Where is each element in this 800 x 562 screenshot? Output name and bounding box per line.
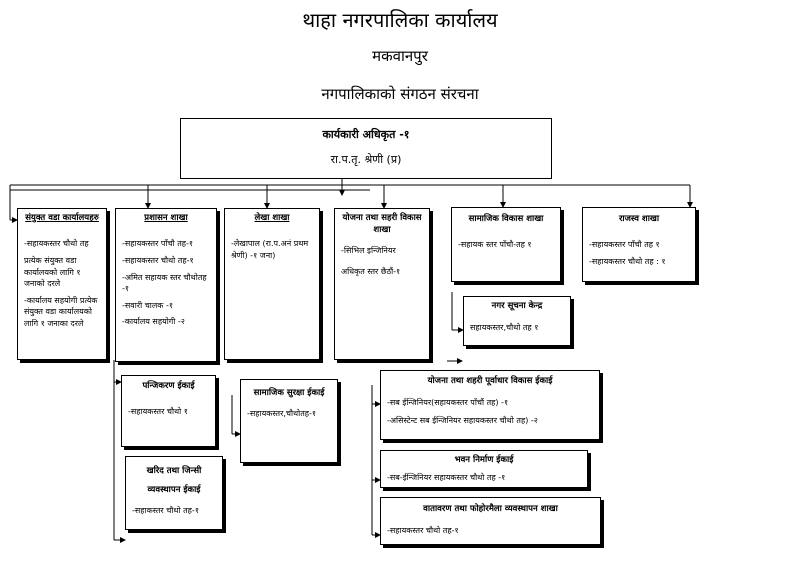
executive-title: कार्यकारी अधिकृत -१	[322, 128, 410, 141]
admin-section-box: प्रशासन शाखा -सहायकस्तर पाँचौ तह-१ -सहाय…	[115, 208, 217, 362]
admin-line-5: -कार्यालय सहयोगी -२	[122, 317, 185, 327]
district-name: मकवानपुर	[372, 47, 428, 65]
social-title: सामाजिक विकास शाखा	[468, 214, 544, 224]
admin-line-4: -सवारी चालक -१	[122, 300, 174, 310]
admin-line-1: -सहायकस्तर पाँचौ तह-१	[122, 239, 194, 249]
building-title: भवन निर्माण ईकाई	[454, 455, 514, 465]
info-line-1: सहायकस्तर,चौथो तह १	[470, 323, 539, 333]
planning-section-box: योजना तथा सहरी विकास शाखा -सिभिल इन्जिनि…	[334, 208, 430, 360]
page-subtitle: नगपालिकाको संगठन संरचना	[321, 85, 479, 103]
revenue-section-box: राजस्व शाखा -सहायकस्तर पाँचौ तह १ -सहायक…	[582, 207, 696, 282]
executive-officer-box: कार्यकारी अधिकृत -१ रा.प.तृ. श्रेणी (प्र…	[180, 118, 552, 179]
building-line-1: -सब-ईन्जिनियर सहायकस्तर चौथो तह -१	[387, 473, 506, 483]
accounts-section-box: लेखा शाखा -लेखापाल (रा.प.अनं प्रथम श्रेण…	[224, 208, 320, 360]
environment-section-box: वातावरण तथा फोहोरमैला व्यवस्थापन शाखा -स…	[380, 497, 601, 545]
procurement-unit-box: खरिद तथा जिन्सी व्यवस्थापन ईकाई -सहाकस्त…	[125, 456, 223, 530]
ward-line-1: -सहायकस्तर चौथो तह	[24, 239, 89, 249]
accounts-line-1: -लेखापाल (रा.प.अनं प्रथम श्रेणी) -१ जना)	[231, 239, 309, 260]
building-unit-box: भवन निर्माण ईकाई -सब-ईन्जिनियर सहायकस्तर…	[380, 450, 588, 488]
infra-line-1: -सब ईन्जिनियर(सहायकस्तर पाँचौं तह) -१	[387, 398, 509, 408]
ward-office-box: संयुक्त वडा कार्यालयहरु -सहायकस्तर चौथो …	[17, 208, 107, 360]
registration-unit-box: पन्जिकरण ईकाई -सहायकस्तर चौथो १	[121, 375, 216, 447]
registration-title: पन्जिकरण ईकाई	[142, 381, 195, 391]
ward-line-3: -कार्यालय सहयोगी प्रत्येक संयुक्त वडा का…	[24, 295, 98, 328]
planning-title: योजना तथा सहरी विकास शाखा	[342, 213, 422, 236]
admin-line-2: -सहायकस्तर चौथो तह-१	[122, 255, 194, 265]
info-title: नगर सूचना केन्द्र	[491, 301, 543, 311]
admin-title: प्रशासन शाखा	[144, 213, 188, 223]
revenue-title: राजस्व शाखा	[618, 214, 660, 224]
info-center-box: नगर सूचना केन्द्र सहायकस्तर,चौथो तह १	[463, 296, 571, 346]
planning-line-1: -सिभिल इन्जिनियर	[341, 245, 396, 255]
infra-line-2: -असिस्टेन्ट सब ईन्जिनियर सहायकस्तर चौथो …	[387, 415, 538, 425]
ward-line-2: प्रत्येक संयुक्त वडा कार्यालयको लागि १ ज…	[24, 255, 81, 289]
executive-grade: रा.प.तृ. श्रेणी (प्र)	[330, 153, 402, 166]
security-title: सामाजिक सुरक्षा ईकाई	[253, 388, 325, 398]
admin-line-3: -अमित सहायक स्तर चौथोतह -१	[122, 272, 207, 294]
planning-line-2: अधिकृत स्तर छैठौं-१	[341, 267, 401, 277]
security-line-1: -सहायकस्तर,चौथोतह-१	[247, 409, 317, 418]
social-line-1: -सहायक स्तर पाँचौ-तह १	[458, 240, 532, 250]
procurement-line-1: -सहाकस्तर चौथो तह-१	[132, 506, 199, 516]
environment-line-1: -सहायकस्तर चौथो तह-१	[387, 526, 459, 536]
social-security-box: सामाजिक सुरक्षा ईकाई -सहायकस्तर,चौथोतह-१	[240, 379, 338, 463]
registration-line-1: -सहायकस्तर चौथो १	[128, 407, 188, 417]
revenue-line-1: -सहायकस्तर पाँचौ तह १	[589, 240, 660, 250]
environment-title: वातावरण तथा फोहोरमैला व्यवस्थापन शाखा	[423, 504, 558, 514]
infra-title: योजना तथा शहरी पूर्वाधार विकास ईकाई	[427, 376, 553, 386]
accounts-title: लेखा शाखा	[254, 213, 290, 223]
ward-title: संयुक्त वडा कार्यालयहरु	[25, 213, 99, 223]
procurement-title: खरिद तथा जिन्सी व्यवस्थापन ईकाई	[146, 466, 202, 495]
page-title: थाहा नगरपालिका कार्यालय	[302, 8, 498, 32]
revenue-line-2: -सहायकस्तर चौथो तह : १	[589, 256, 666, 266]
social-development-box: सामाजिक विकास शाखा -सहायक स्तर पाँचौ-तह …	[451, 207, 561, 282]
infrastructure-unit-box: योजना तथा शहरी पूर्वाधार विकास ईकाई -सब …	[380, 370, 600, 440]
